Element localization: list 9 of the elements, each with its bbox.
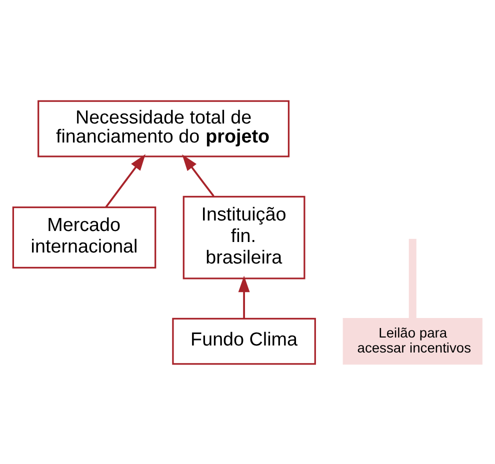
node-box: Instituição fin. brasileira xyxy=(182,195,306,279)
node-box: Leilão para acessar incentivos xyxy=(342,318,482,364)
arrow xyxy=(182,154,214,196)
node-box: Necessidade total de financiamento do projeto xyxy=(38,100,290,157)
node-box: Mercado internacional xyxy=(12,206,156,268)
connector xyxy=(408,238,416,318)
arrow xyxy=(238,275,250,318)
arrow xyxy=(105,154,146,208)
node-box: Fundo Clima xyxy=(172,317,316,364)
